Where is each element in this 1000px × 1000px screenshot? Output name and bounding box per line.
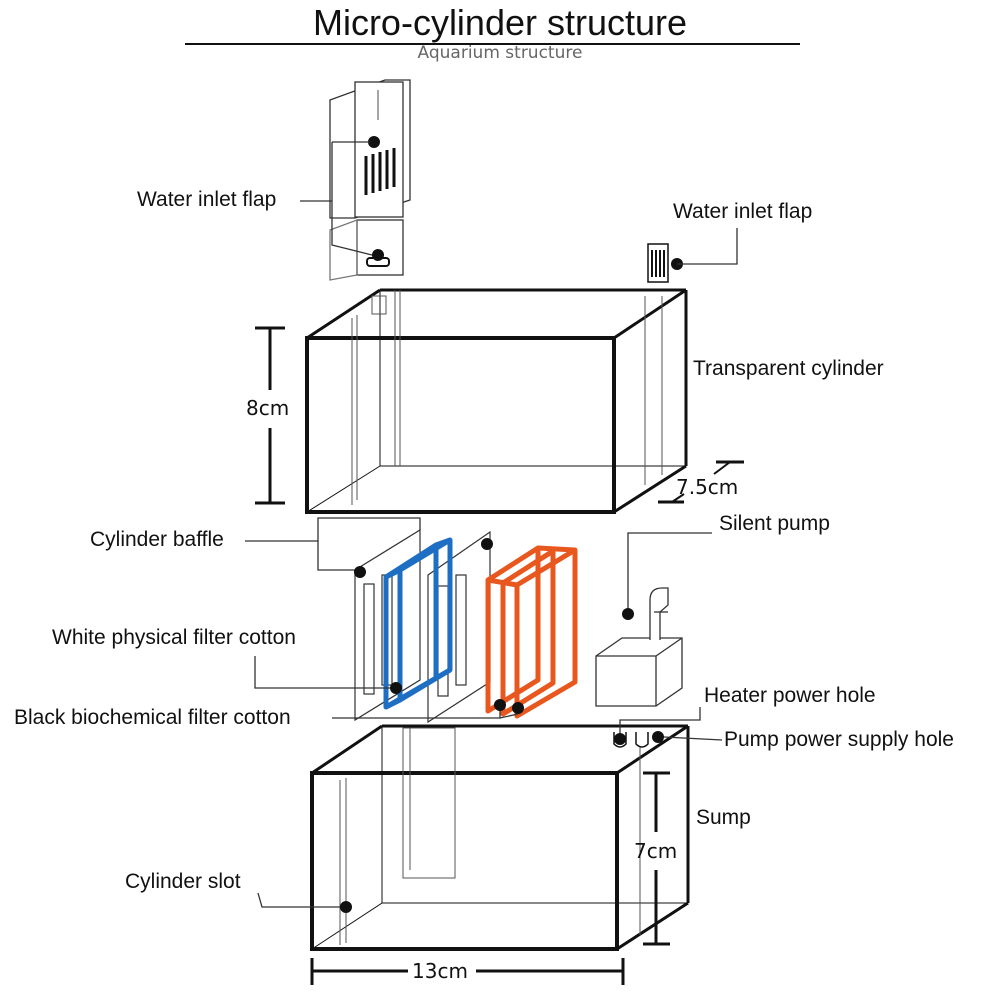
dimension-7-5cm [658,460,744,504]
label-cylinder-slot: Cylinder slot [125,870,241,893]
dimension-label-8cm: 8cm [246,396,290,420]
diagram-subtitle: Aquarium structure [417,43,583,63]
label-water-inlet-flap-right: Water inlet flap [673,200,813,223]
transparent-cylinder-box [305,288,688,514]
dimension-label-7-5cm: 7.5cm [676,475,739,499]
dimension-label-13cm: 13cm [412,959,468,983]
label-water-inlet-flap-left: Water inlet flap [137,188,277,211]
dot-baffle-left [354,566,366,578]
dot-flap-upper [368,136,380,148]
label-transparent-cylinder: Transparent cylinder [693,357,884,380]
leader-pump-hole [663,736,723,741]
leader-black-cotton-b [499,713,519,719]
leader-water-inlet-flap-right [677,228,738,265]
leader-cylinder-slot [257,892,340,908]
dot-flap-lower [372,249,384,261]
dimension-13cm [310,958,625,985]
dot-white-cotton [390,682,402,694]
label-white-filter-cotton: White physical filter cotton [52,626,296,649]
dot-silent-pump [622,608,634,620]
label-black-filter-cotton: Black biochemical filter cotton [14,706,291,729]
silent-pump-part [595,587,683,707]
leader-white-cotton [254,656,390,689]
dimension-8cm [255,326,285,505]
water-inlet-flap-right-part [647,243,669,283]
leader-water-inlet-flap-left [300,200,373,256]
dot-heater-hole [614,733,626,745]
leader-cylinder-baffle-a [245,517,421,542]
dot-cylinder-slot [340,901,352,913]
label-heater-power-hole: Heater power hole [704,684,876,707]
dot-pump-hole [652,731,664,743]
diagram-title: Micro-cylinder structure [312,2,688,43]
water-inlet-flap-left-slots [364,148,396,195]
white-filter-cotton-frame [383,537,453,710]
label-silent-pump: Silent pump [719,512,830,535]
label-pump-power-supply-hole: Pump power supply hole [724,728,954,751]
dimension-7cm [643,771,670,946]
black-filter-cotton-frame [485,545,578,719]
dot-black-cotton-a [494,699,506,711]
leader-heater-hole [619,707,701,733]
leader-silent-pump [627,532,712,608]
leader-cylinder-baffle-b [317,541,358,571]
dimension-label-7cm: 7cm [634,839,678,863]
dot-baffle-right [481,538,493,550]
dot-black-cotton-b [512,702,524,714]
sump-box [310,724,690,951]
label-sump: Sump [696,806,751,829]
label-cylinder-baffle: Cylinder baffle [90,528,224,551]
water-inlet-flap-left-part [329,79,411,281]
